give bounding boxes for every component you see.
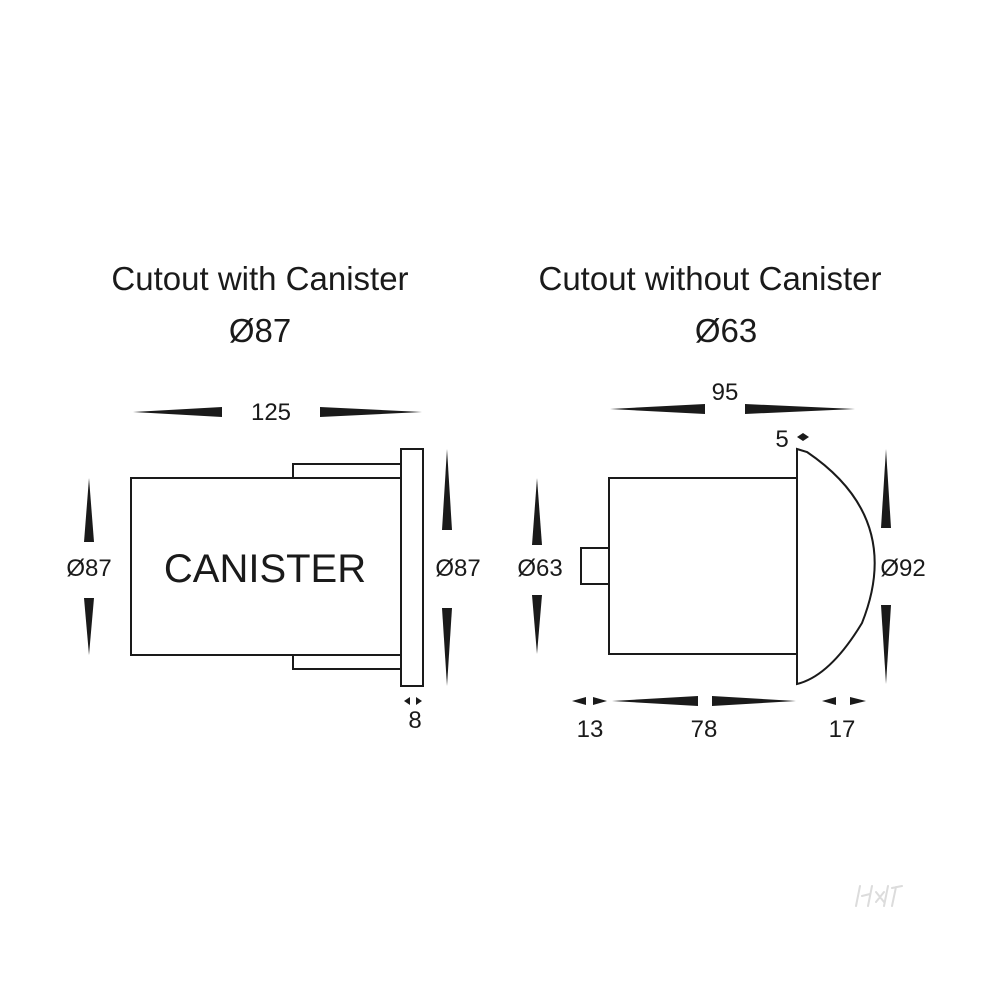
flange-label: 8 — [408, 707, 421, 734]
canister-body — [130, 477, 402, 656]
gap-arrow-left — [797, 433, 803, 441]
fitting-body — [608, 477, 798, 655]
right-width-arrow-left — [610, 404, 705, 414]
dim-78-arrow-left — [612, 696, 698, 706]
dim-17-label: 17 — [829, 716, 856, 743]
left-width-label: 125 — [251, 399, 291, 426]
left-diameter-label: Ø87 — [66, 555, 111, 582]
right-view-title: Cutout without Canister — [538, 260, 881, 297]
dim-78-label: 78 — [691, 716, 718, 743]
stub-diameter-arrow-down — [532, 595, 542, 654]
right-view: Cutout without Canister Ø63 95 5 Ø63 Ø92… — [517, 260, 925, 743]
dome-diameter-label: Ø92 — [880, 555, 925, 582]
right-width-arrow-right — [745, 404, 855, 414]
dim-13-arrow-right — [593, 697, 607, 705]
dome-cover — [796, 447, 876, 686]
stub-diameter-arrow-up — [532, 478, 542, 545]
gap-label: 5 — [775, 426, 788, 453]
left-cutout-value: Ø87 — [229, 312, 291, 349]
dome-diameter-arrow-down — [881, 605, 891, 684]
left-diameter-arrow-down — [84, 598, 94, 655]
left-width-arrow-right — [320, 407, 422, 417]
right-cutout-value: Ø63 — [695, 312, 757, 349]
dim-17-arrow-right — [850, 697, 866, 705]
flange-arrow-left — [404, 697, 410, 705]
right-diameter-label: Ø87 — [435, 555, 480, 582]
gap-arrow-right — [803, 433, 809, 441]
left-diameter-arrow-up — [84, 478, 94, 542]
right-diameter-arrow-up — [442, 449, 452, 530]
left-width-arrow-left — [133, 407, 222, 417]
right-width-label: 95 — [712, 379, 739, 406]
dim-78-arrow-right — [712, 696, 796, 706]
canister-flange — [400, 448, 424, 687]
dim-13-label: 13 — [577, 716, 604, 743]
dome-diameter-arrow-up — [881, 449, 891, 528]
right-diameter-arrow-down — [442, 608, 452, 686]
flange-arrow-right — [416, 697, 422, 705]
left-view: Cutout with Canister Ø87 125 CANISTER Ø8… — [66, 260, 480, 734]
canister-body-label: CANISTER — [164, 547, 366, 591]
rear-stub — [580, 547, 610, 585]
watermark-logo — [855, 885, 903, 907]
stub-diameter-label: Ø63 — [517, 555, 562, 582]
left-view-title: Cutout with Canister — [111, 260, 408, 297]
canister-bottom-rail — [292, 654, 402, 670]
canister-top-rail — [292, 463, 402, 479]
dim-13-arrow-left — [572, 697, 586, 705]
dim-17-arrow-left — [822, 697, 836, 705]
